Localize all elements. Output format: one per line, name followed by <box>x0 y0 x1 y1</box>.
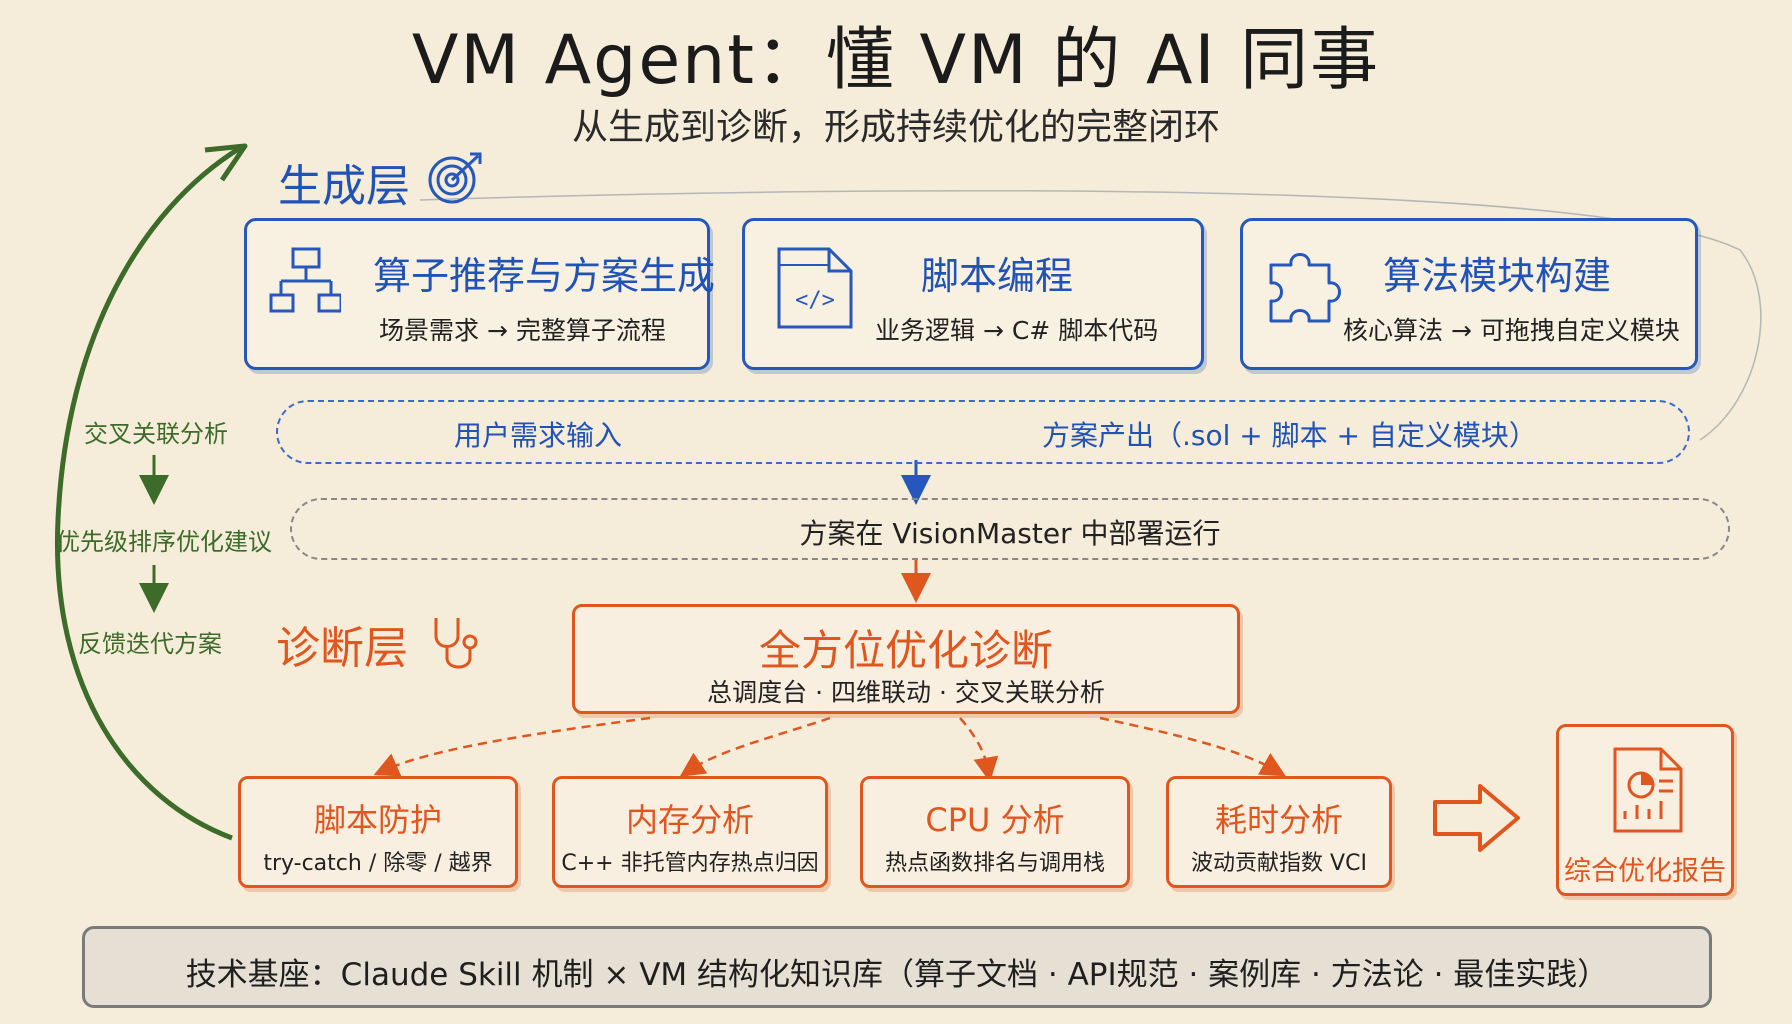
card-full-diagnosis: 全方位优化诊断 总调度台 · 四维联动 · 交叉关联分析 <box>572 604 1240 714</box>
feedback-step-2: 优先级排序优化建议 <box>56 528 272 556</box>
card-title: 耗时分析 <box>1214 801 1343 839</box>
card-title: 脚本防护 <box>313 801 442 839</box>
flow-input-label: 用户需求输入 <box>454 419 623 452</box>
code-file-icon: </> <box>777 247 853 329</box>
diagnosis-main-title: 全方位优化诊断 <box>758 626 1053 675</box>
card-desc: 场景需求 → 完整算子流程 <box>379 316 666 345</box>
deploy-band: 方案在 VisionMaster 中部署运行 <box>290 498 1730 560</box>
card-desc: 热点函数排名与调用栈 <box>884 851 1105 876</box>
diagnosis-main-desc: 总调度台 · 四维联动 · 交叉关联分析 <box>707 678 1105 707</box>
card-operator-recommendation: 算子推荐与方案生成 场景需求 → 完整算子流程 <box>244 218 715 370</box>
card-title: 脚本编程 <box>921 254 1074 298</box>
card-desc: C++ 非托管内存热点归因 <box>561 851 819 876</box>
feedback-step-1: 交叉关联分析 <box>84 420 228 448</box>
footer-tech-base: 技术基座：Claude Skill 机制 × VM 结构化知识库（算子文档 · … <box>82 926 1712 1008</box>
card-script-protection: 脚本防护 try-catch / 除零 / 越界 <box>238 776 518 888</box>
flow-output-label: 方案产出（.sol + 脚本 + 自定义模块） <box>1042 419 1537 452</box>
card-script-programming: </> 脚本编程 业务逻辑 → C# 脚本代码 <box>742 218 1204 370</box>
card-title: CPU 分析 <box>925 801 1065 839</box>
report-icon <box>1613 747 1683 833</box>
svg-text:</>: </> <box>795 288 835 313</box>
card-desc: 波动贡献指数 VCI <box>1191 851 1367 876</box>
fan-1 <box>373 716 651 777</box>
card-title: 算法模块构建 <box>1383 254 1612 298</box>
card-title: 内存分析 <box>625 801 754 839</box>
diagnosis-layer-label: 诊断层 <box>276 623 408 674</box>
card-algorithm-module: 算法模块构建 核心算法 → 可拖拽自定义模块 <box>1240 218 1698 370</box>
fan-2 <box>679 716 831 777</box>
card-report: 综合优化报告 <box>1556 724 1734 896</box>
card-desc: try-catch / 除零 / 越界 <box>263 851 493 876</box>
report-arrow <box>1433 784 1520 852</box>
card-desc: 业务逻辑 → C# 脚本代码 <box>875 316 1159 345</box>
fan-4 <box>1099 716 1286 777</box>
card-desc: 核心算法 → 可拖拽自定义模块 <box>1343 316 1680 345</box>
card-title: 算子推荐与方案生成 <box>373 254 716 298</box>
footer-text: 技术基座：Claude Skill 机制 × VM 结构化知识库（算子文档 · … <box>185 957 1609 993</box>
card-cpu-analysis: CPU 分析 热点函数排名与调用栈 <box>860 776 1130 888</box>
stethoscope-icon <box>434 618 478 669</box>
feedback-arc-head <box>204 143 248 182</box>
flowchart-icon <box>269 247 341 313</box>
feedback-arc <box>54 145 242 841</box>
card-memory-analysis: 内存分析 C++ 非托管内存热点归因 <box>552 776 828 888</box>
page-title: VM Agent：懂 VM 的 AI 同事 <box>411 21 1381 100</box>
feedback-step-3: 反馈迭代方案 <box>78 630 222 658</box>
loop-line <box>419 189 1762 441</box>
puzzle-icon <box>1269 253 1341 323</box>
generation-flow-band: 用户需求输入 方案产出（.sol + 脚本 + 自定义模块） <box>276 400 1690 464</box>
generation-layer-label: 生成层 <box>278 161 410 212</box>
card-timing-analysis: 耗时分析 波动贡献指数 VCI <box>1166 776 1392 888</box>
page-subtitle: 从生成到诊断，形成持续优化的完整闭环 <box>571 107 1220 148</box>
report-title: 综合优化报告 <box>1564 856 1726 887</box>
fan-3 <box>959 717 999 783</box>
deploy-text: 方案在 VisionMaster 中部署运行 <box>799 517 1221 550</box>
target-icon <box>428 152 482 204</box>
